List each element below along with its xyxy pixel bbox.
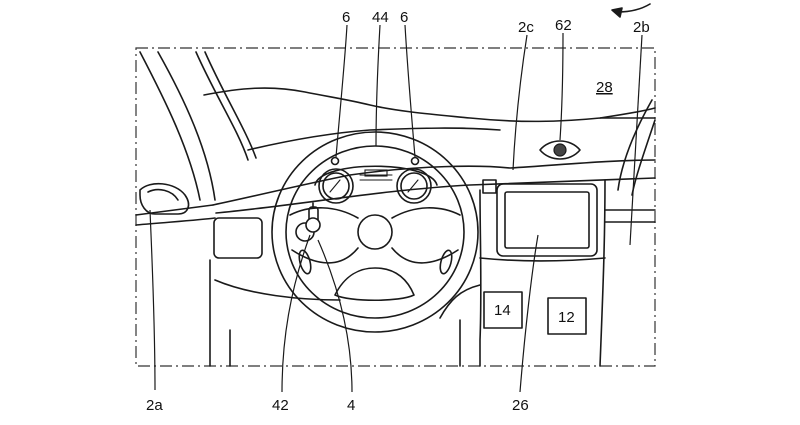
box-12 xyxy=(547,297,587,335)
label-62: 62 xyxy=(555,17,572,34)
leader-4 xyxy=(317,239,353,393)
box-14 xyxy=(483,291,523,329)
figure-arrowhead xyxy=(611,7,623,18)
side-mirror-left xyxy=(139,182,190,215)
label-4: 4 xyxy=(347,397,355,414)
hood-lower-contour xyxy=(247,127,501,151)
lower-dash-right xyxy=(439,284,481,319)
lower-dash-left xyxy=(214,279,341,301)
control-stalk-42 xyxy=(305,202,321,233)
console-mid-line xyxy=(479,257,606,262)
dashboard-top-2 xyxy=(215,177,656,214)
sensor-6-right xyxy=(410,156,420,166)
instrument-cluster xyxy=(314,165,438,204)
console-right-edge xyxy=(599,179,606,367)
left-vent xyxy=(213,217,263,259)
leader-42 xyxy=(281,234,311,393)
leader-2a xyxy=(149,209,156,391)
label-2a: 2a xyxy=(146,397,163,414)
eye-sensor-62 xyxy=(539,140,581,160)
sensor-6-left xyxy=(330,156,340,166)
console-button xyxy=(482,179,497,194)
leader-6-right xyxy=(404,24,416,158)
label-28: 28 xyxy=(596,79,613,96)
leader-26 xyxy=(519,234,539,393)
label-12: 12 xyxy=(558,309,575,326)
hood-contour xyxy=(203,87,656,123)
console-left-edge xyxy=(479,189,482,367)
display-bezel xyxy=(496,183,598,257)
side-mirror-left-inner xyxy=(147,188,179,201)
leader-44 xyxy=(375,24,381,147)
leader-2c xyxy=(512,34,528,171)
label-2b: 2b xyxy=(633,19,650,36)
label-6-left: 6 xyxy=(342,9,350,26)
leader-2b xyxy=(629,34,643,246)
label-2c: 2c xyxy=(518,19,534,36)
label-26: 26 xyxy=(512,397,529,414)
label-14: 14 xyxy=(494,302,511,319)
label-44: 44 xyxy=(372,9,389,26)
label-6-right: 6 xyxy=(400,9,408,26)
view-frame xyxy=(135,47,656,367)
dashboard-left-line xyxy=(135,217,216,226)
leader-6-left xyxy=(335,24,348,158)
leader-62 xyxy=(559,32,564,141)
dashboard-top xyxy=(212,159,656,206)
display-screen-26 xyxy=(504,191,590,249)
a-pillar-left xyxy=(139,51,257,201)
label-42: 42 xyxy=(272,397,289,414)
steering-wheel-4 xyxy=(271,131,479,333)
